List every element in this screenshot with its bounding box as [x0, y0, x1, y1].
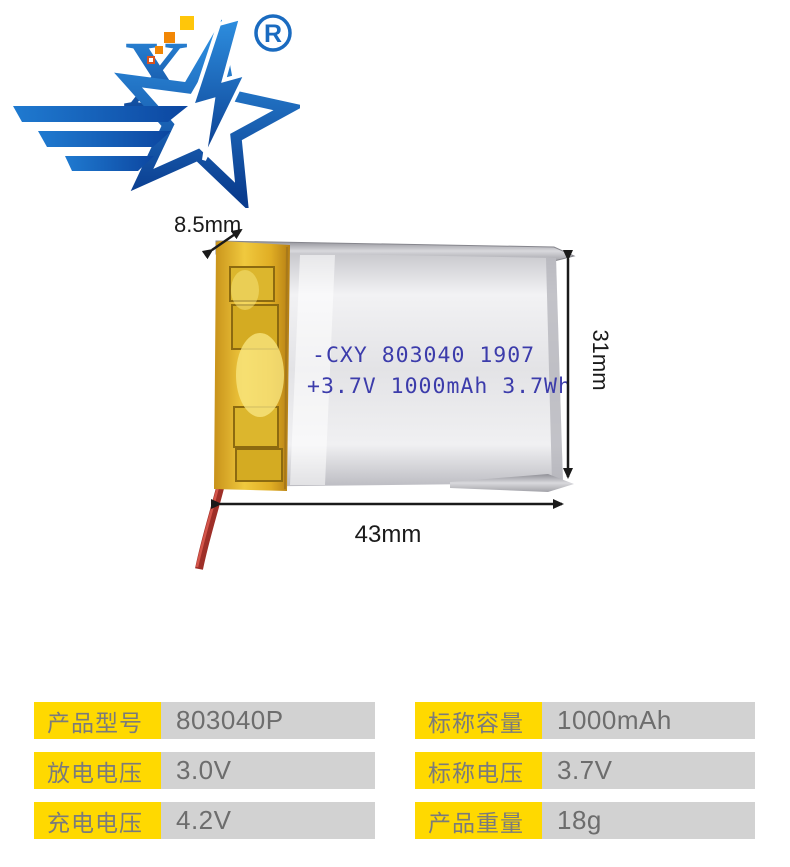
spec-row-discharge-voltage: 放电电压 3.0V: [34, 752, 375, 789]
dimension-thickness: 8.5mm: [174, 212, 243, 260]
spec-column-right: 标称容量 1000mAh 标称电压 3.7V 产品重量 18g: [415, 702, 755, 839]
brand-logo: X R: [8, 8, 305, 212]
spec-value-charge-voltage: 4.2V: [161, 802, 375, 839]
spec-value-discharge-voltage: 3.0V: [161, 752, 375, 789]
spec-label-capacity: 标称容量: [415, 702, 542, 739]
battery-photo-svg: -CXY 803040 1907 +3.7V 1000mAh 3.7Wh 8.5…: [174, 212, 613, 570]
spec-row-capacity: 标称容量 1000mAh: [415, 702, 755, 739]
dimension-height-label: 31mm: [588, 329, 613, 390]
logo-bolt-icon: [188, 15, 250, 161]
spec-label-charge-voltage: 充电电压: [34, 802, 161, 839]
spec-row-nominal-voltage: 标称电压 3.7V: [415, 752, 755, 789]
logo-pixel-sparks-icon: [147, 16, 194, 64]
spec-row-weight: 产品重量 18g: [415, 802, 755, 839]
dimension-width: 43mm: [211, 499, 564, 548]
logo-wing-icon: [13, 106, 188, 171]
spec-row-charge-voltage: 充电电压 4.2V: [34, 802, 375, 839]
logo-star-icon: [114, 19, 305, 212]
dimension-thickness-label: 8.5mm: [174, 212, 241, 237]
spec-label-model: 产品型号: [34, 702, 161, 739]
spec-value-capacity: 1000mAh: [542, 702, 755, 739]
svg-text:R: R: [264, 20, 282, 48]
battery-print-line2: +3.7V 1000mAh 3.7Wh: [307, 374, 572, 399]
registered-trademark-icon: R: [254, 14, 292, 52]
brand-logo-icon: X R: [13, 14, 305, 212]
dimension-width-label: 43mm: [355, 521, 422, 548]
spec-label-discharge-voltage: 放电电压: [34, 752, 161, 789]
battery-photo: -CXY 803040 1907 +3.7V 1000mAh 3.7Wh 8.5…: [150, 195, 640, 570]
spec-value-model: 803040P: [161, 702, 375, 739]
battery-tape: [214, 241, 290, 491]
spec-value-nominal-voltage: 3.7V: [542, 752, 755, 789]
battery-highlight: [290, 255, 335, 485]
battery-print-line1: -CXY 803040 1907: [312, 343, 535, 368]
spec-value-weight: 18g: [542, 802, 755, 839]
spec-label-nominal-voltage: 标称电压: [415, 752, 542, 789]
spec-label-weight: 产品重量: [415, 802, 542, 839]
battery-bottom-flange: [450, 474, 574, 492]
spec-row-model: 产品型号 803040P: [34, 702, 375, 739]
spec-column-left: 产品型号 803040P 放电电压 3.0V 充电电压 4.2V: [34, 702, 375, 839]
battery-right-fold: [546, 258, 563, 483]
dimension-height: 31mm: [563, 250, 613, 479]
